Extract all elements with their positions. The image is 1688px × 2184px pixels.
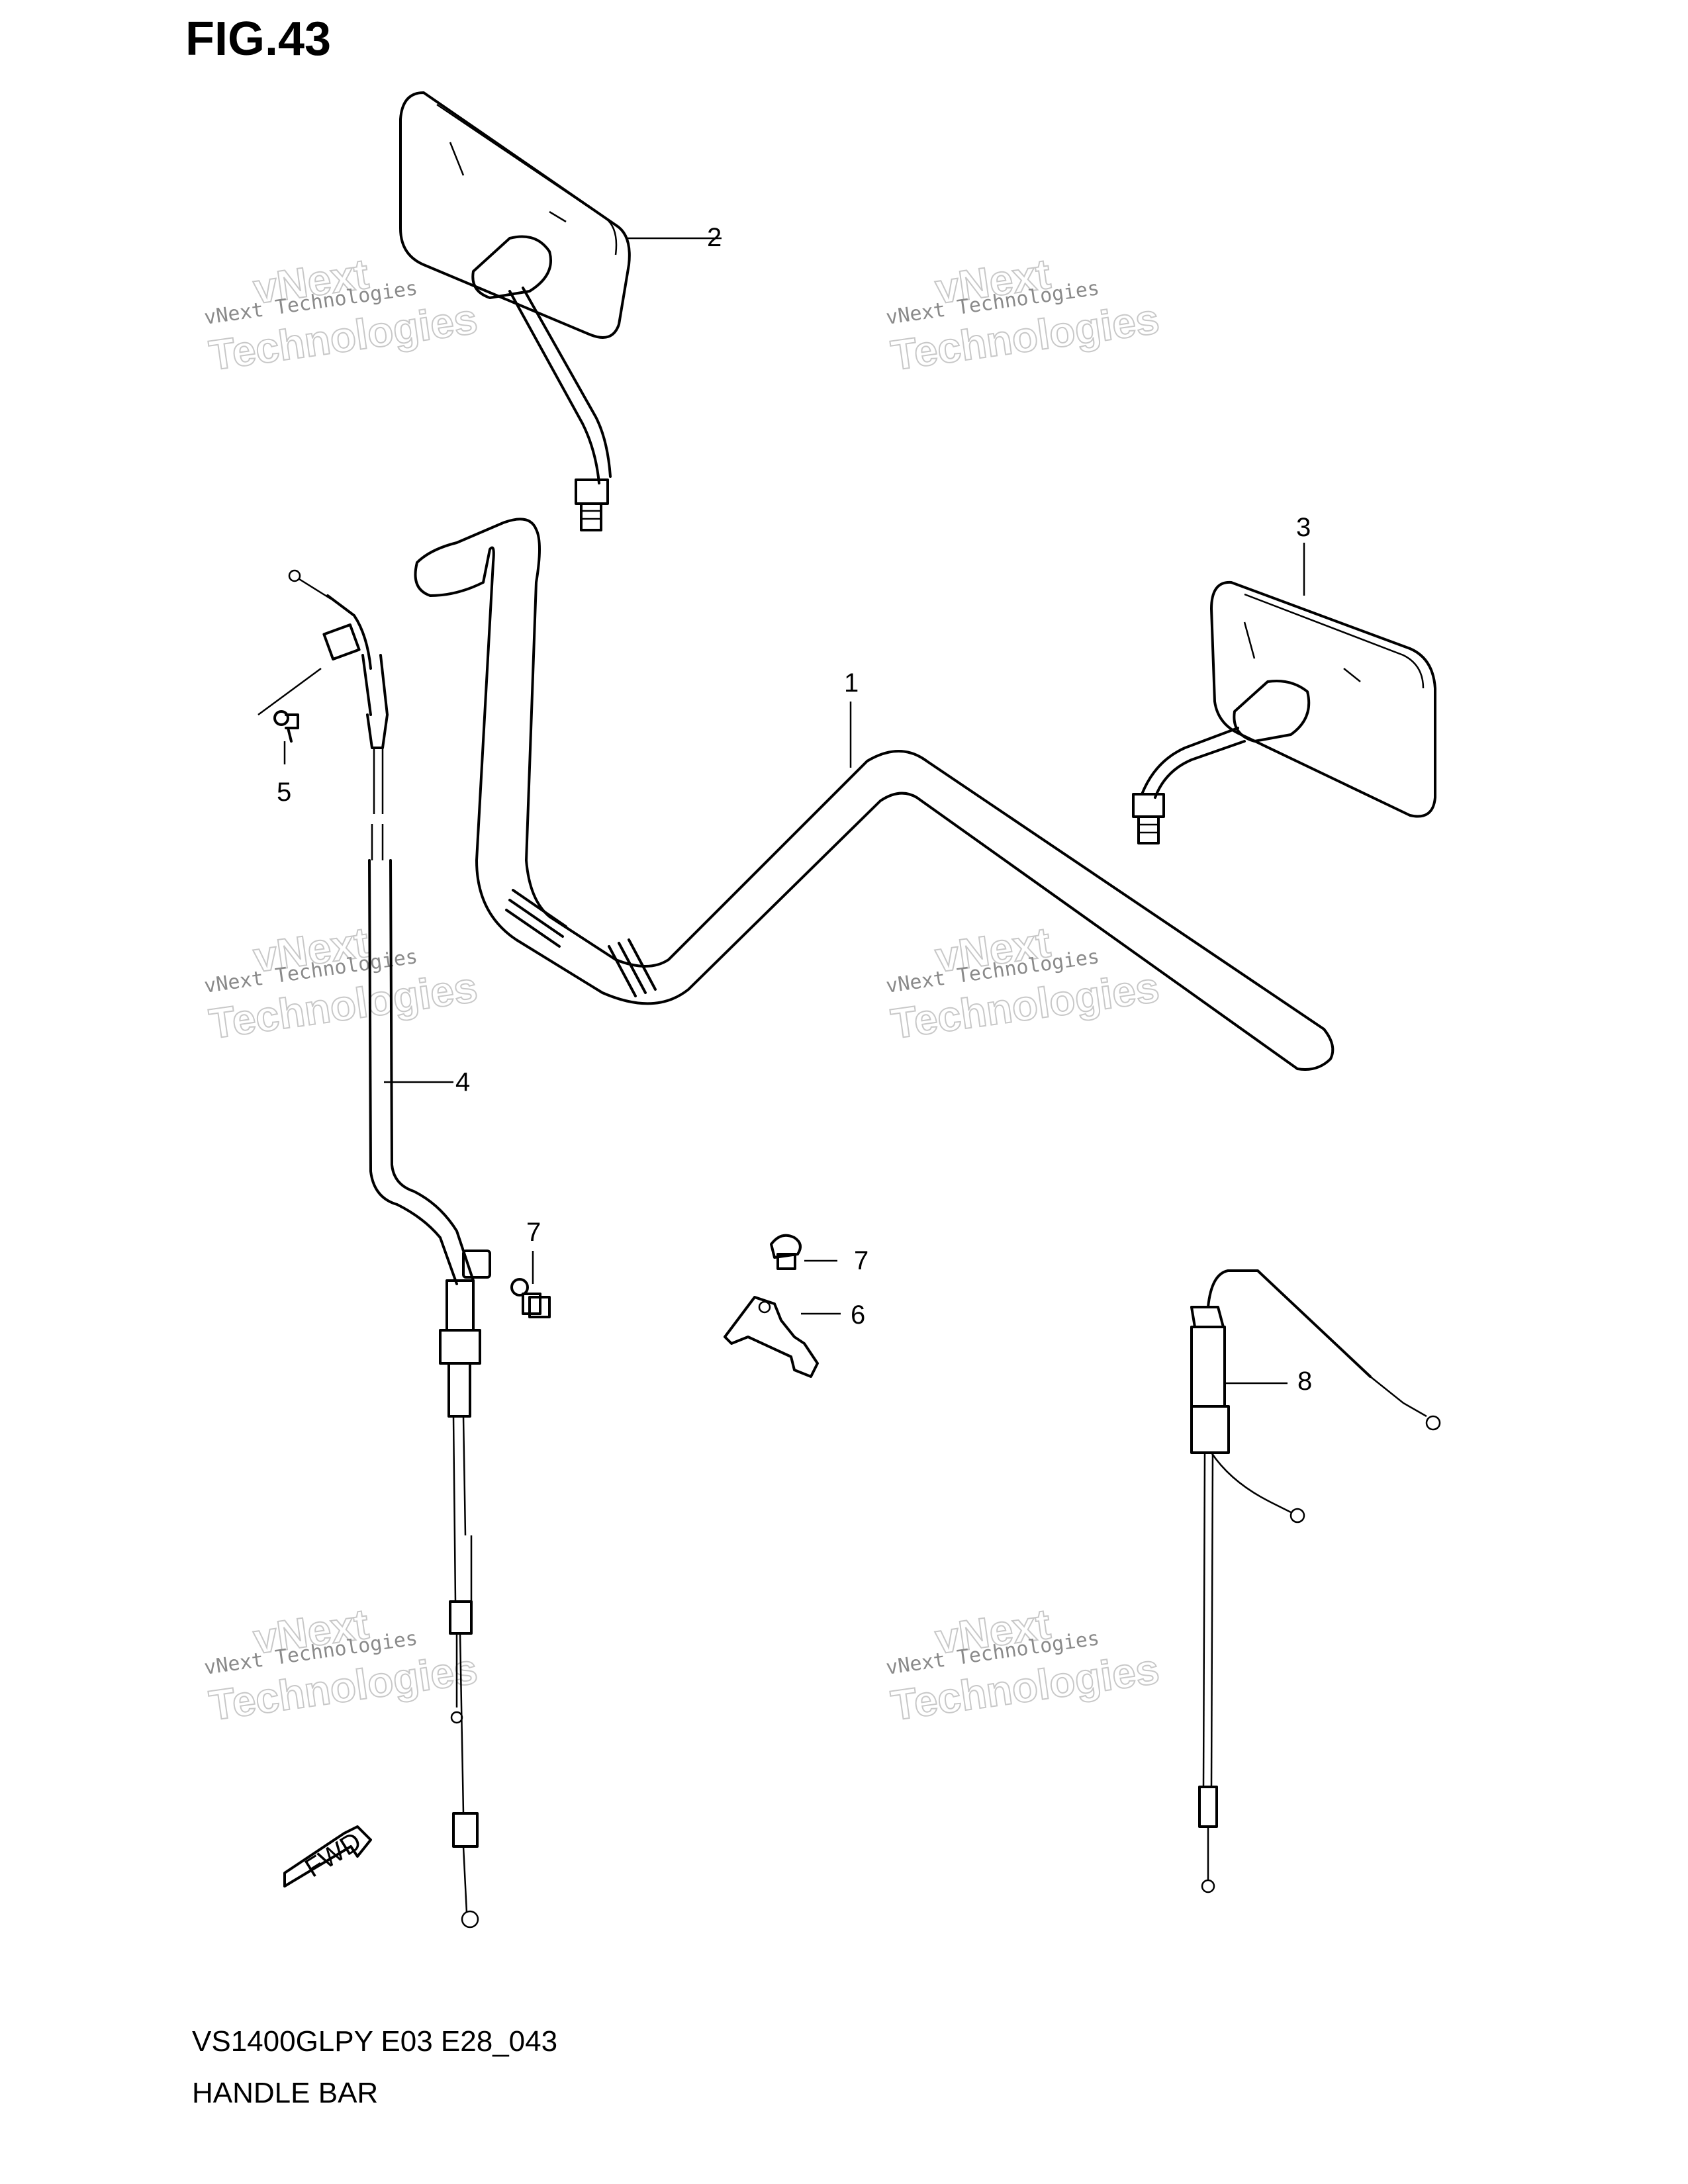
right-mirror [1132, 580, 1436, 844]
watermarks: vNext vNext Technologies Technologies vN… [203, 249, 1162, 1730]
clamp-6 [724, 1296, 819, 1378]
screw-5 [273, 710, 299, 743]
callout-8: 8 [1297, 1367, 1312, 1396]
callout-6: 6 [851, 1300, 865, 1330]
bolt-7-left [510, 1278, 551, 1318]
watermark: vNext vNext Technologies Technologies [884, 249, 1162, 380]
watermark: vNext vNext Technologies Technologies [884, 1599, 1162, 1730]
figure-title: FIG.43 [185, 13, 332, 66]
cable-8 [1190, 1269, 1441, 1893]
watermark: vNext vNext Technologies Technologies [203, 249, 481, 380]
callout-4: 4 [455, 1068, 470, 1097]
cable-bracket [462, 1250, 491, 1279]
left-mirror [399, 91, 631, 531]
bolt-7-right [770, 1234, 802, 1270]
fwd-arrow: FWD [283, 1825, 372, 1888]
throttle-cable [258, 569, 491, 1929]
callout-5: 5 [277, 778, 291, 807]
model-code: VS1400GLPY E03 E28_043 [192, 2025, 558, 2058]
grip-band-left [505, 889, 567, 948]
grip-band-right [608, 938, 657, 997]
fwd-label: FWD [300, 1827, 367, 1884]
leader-lines [283, 237, 1305, 1385]
callout-7-right: 7 [854, 1246, 868, 1275]
watermark: vNext vNext Technologies Technologies [884, 917, 1162, 1048]
watermark: vNext vNext Technologies Technologies [203, 917, 481, 1048]
watermark: vNext vNext Technologies Technologies [203, 1599, 481, 1730]
callout-2: 2 [707, 223, 722, 252]
callout-1: 1 [844, 668, 859, 698]
callout-3: 3 [1296, 513, 1311, 542]
callouts: 2 3 1 4 5 7 7 6 8 [277, 223, 1312, 1396]
section-name: HANDLE BAR [192, 2077, 379, 2109]
callout-7-left: 7 [526, 1218, 541, 1247]
handlebar [414, 518, 1335, 1071]
